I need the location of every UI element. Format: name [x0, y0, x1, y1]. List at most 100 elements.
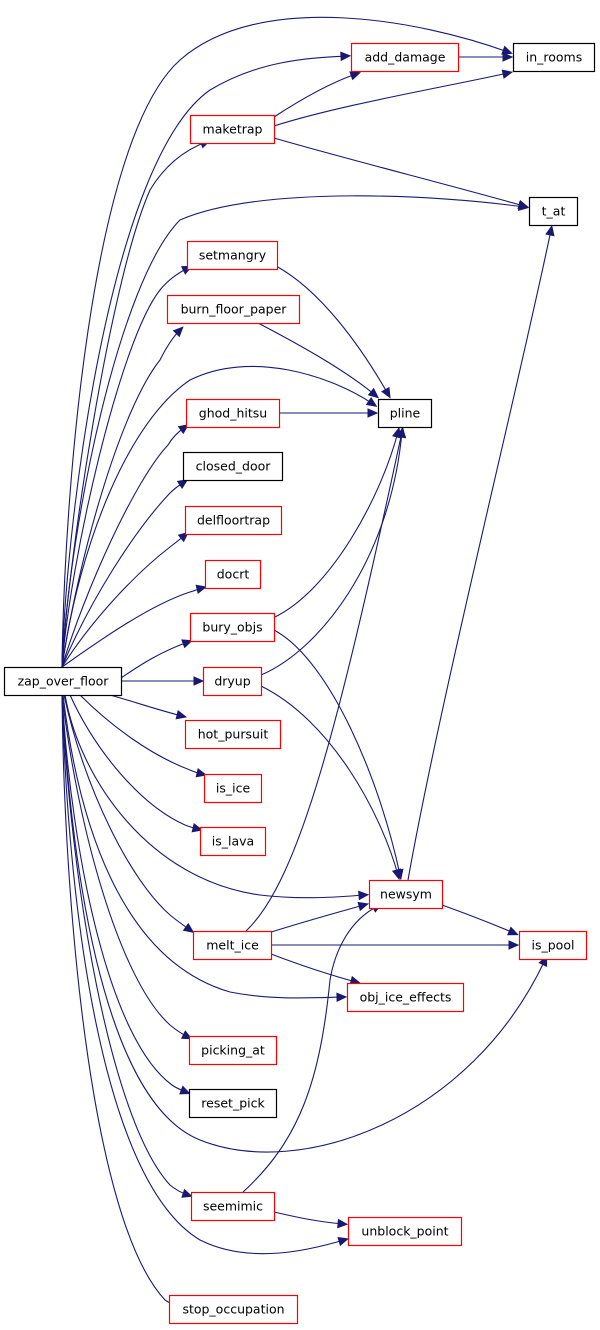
node-box — [168, 1294, 299, 1325]
edge-line — [120, 641, 189, 679]
node-dryup[interactable]: dryup — [202, 666, 263, 697]
node-box — [189, 612, 276, 643]
edge-line — [109, 694, 183, 717]
node-is-pool[interactable]: is_pool — [518, 930, 588, 961]
node-label: setmangry — [199, 248, 267, 263]
node-maketrap[interactable]: maketrap — [189, 114, 276, 145]
node-burn-floor-paper[interactable]: burn_floor_paper — [166, 294, 301, 325]
arrowhead-icon — [181, 1188, 193, 1198]
node-reset-pick: reset_pick — [188, 1088, 278, 1119]
arrowhead-icon — [367, 408, 379, 418]
edge-ghod_hitsu-to-pline — [278, 408, 379, 418]
arrowhead-icon — [517, 199, 529, 210]
edge-maketrap-to-in_rooms — [273, 69, 514, 127]
arrowhead-icon — [340, 51, 352, 62]
node-label: seemimic — [203, 1199, 263, 1214]
node-box — [190, 1191, 276, 1222]
edge-zap_over_floor-to-dryup — [120, 676, 205, 686]
node-box — [204, 559, 262, 590]
node-delfloortrap[interactable]: delfloortrap — [184, 505, 283, 536]
edge-zap_over_floor-to-hot_pursuit — [109, 694, 188, 720]
edge-maketrap-to-add_damage — [273, 71, 361, 118]
arrowhead-icon — [502, 52, 514, 62]
node-box — [186, 240, 279, 271]
edge-line — [245, 431, 403, 932]
node-unblock-point[interactable]: unblock_point — [347, 1216, 463, 1247]
node-box — [512, 42, 596, 73]
node-label: unblock_point — [361, 1224, 448, 1239]
edge-zap_over_floor-to-pline — [61, 365, 378, 668]
arrowhead-icon — [175, 710, 188, 720]
node-bury-objs[interactable]: bury_objs — [189, 612, 276, 643]
edge-line — [61, 587, 203, 668]
edge-line — [61, 694, 187, 1093]
node-label: ghod_hitsu — [199, 406, 267, 421]
edge-dryup-to-newsym — [260, 685, 402, 881]
node-setmangry[interactable]: setmangry — [186, 240, 279, 271]
node-label: docrt — [217, 567, 250, 582]
edge-line — [273, 73, 357, 118]
edge-zap_over_floor-to-seemimic — [61, 694, 193, 1198]
node-ghod-hitsu[interactable]: ghod_hitsu — [185, 398, 281, 429]
node-box — [202, 666, 263, 697]
edge-line — [61, 55, 347, 668]
edge-zap_over_floor-to-bury_objs — [120, 639, 193, 679]
arrowhead-icon — [545, 224, 555, 237]
edge-line — [273, 629, 401, 876]
node-box — [184, 719, 282, 750]
edge-line — [61, 694, 189, 1038]
edge-add_damage-to-in_rooms — [458, 52, 514, 62]
node-box — [518, 930, 588, 961]
edge-line — [63, 694, 191, 931]
edge-line — [273, 72, 509, 127]
node-box — [3, 666, 123, 697]
node-seemimic[interactable]: seemimic — [190, 1191, 276, 1222]
edge-zap_over_floor-to-is_ice — [79, 694, 208, 778]
node-label: hot_pursuit — [198, 727, 269, 742]
arrowhead-icon — [177, 423, 190, 435]
node-docrt[interactable]: docrt — [204, 559, 262, 590]
edge-maketrap-to-t_at — [273, 137, 529, 210]
edge-newsym-to-t_at — [407, 224, 555, 881]
edge-melt_ice-to-obj_ice_effects — [270, 953, 362, 986]
edge-zap_over_floor-to-t_at — [61, 195, 530, 668]
node-label: closed_door — [196, 459, 272, 474]
node-box — [184, 505, 283, 536]
arrowhead-icon — [172, 326, 184, 338]
node-picking-at[interactable]: picking_at — [188, 1035, 278, 1066]
node-label: zap_over_floor — [18, 674, 110, 689]
arrowhead-icon — [501, 69, 514, 79]
edge-line — [64, 694, 365, 899]
node-add-damage[interactable]: add_damage — [350, 42, 460, 73]
node-box — [182, 451, 284, 482]
node-zap-over-floor: zap_over_floor — [3, 666, 123, 697]
arrowhead-icon — [337, 1218, 349, 1229]
edge-line — [61, 195, 525, 668]
edge-melt_ice-to-is_pool — [270, 940, 520, 950]
arrowhead-icon — [365, 396, 378, 407]
node-box — [185, 398, 281, 429]
node-obj-ice-effects[interactable]: obj_ice_effects — [346, 982, 465, 1013]
node-stop-occupation[interactable]: stop_occupation — [168, 1294, 299, 1325]
edge-melt_ice-to-newsym — [267, 901, 370, 934]
edge-zap_over_floor-to-setmangry — [61, 265, 193, 668]
edge-zap_over_floor-to-docrt — [61, 584, 208, 668]
edge-line — [242, 905, 379, 1193]
arrowhead-icon — [381, 386, 391, 399]
node-label: burn_floor_paper — [181, 302, 288, 317]
node-is-ice[interactable]: is_ice — [203, 773, 263, 804]
arrowhead-icon — [193, 676, 205, 686]
node-label: bury_objs — [202, 620, 262, 635]
node-is-lava[interactable]: is_lava — [199, 826, 267, 857]
node-newsym[interactable]: newsym — [368, 879, 444, 910]
node-t-at: t_at — [528, 196, 579, 227]
node-label: pline — [390, 406, 421, 421]
node-melt-ice[interactable]: melt_ice — [192, 930, 273, 961]
edge-zap_over_floor-to-in_rooms — [61, 16, 513, 668]
edge-zap_over_floor-to-newsym — [64, 694, 370, 901]
arrowhead-icon — [181, 639, 193, 649]
arrowhead-icon — [182, 922, 195, 934]
node-box — [528, 196, 579, 227]
node-label: in_rooms — [526, 50, 583, 65]
node-hot-pursuit[interactable]: hot_pursuit — [184, 719, 282, 750]
